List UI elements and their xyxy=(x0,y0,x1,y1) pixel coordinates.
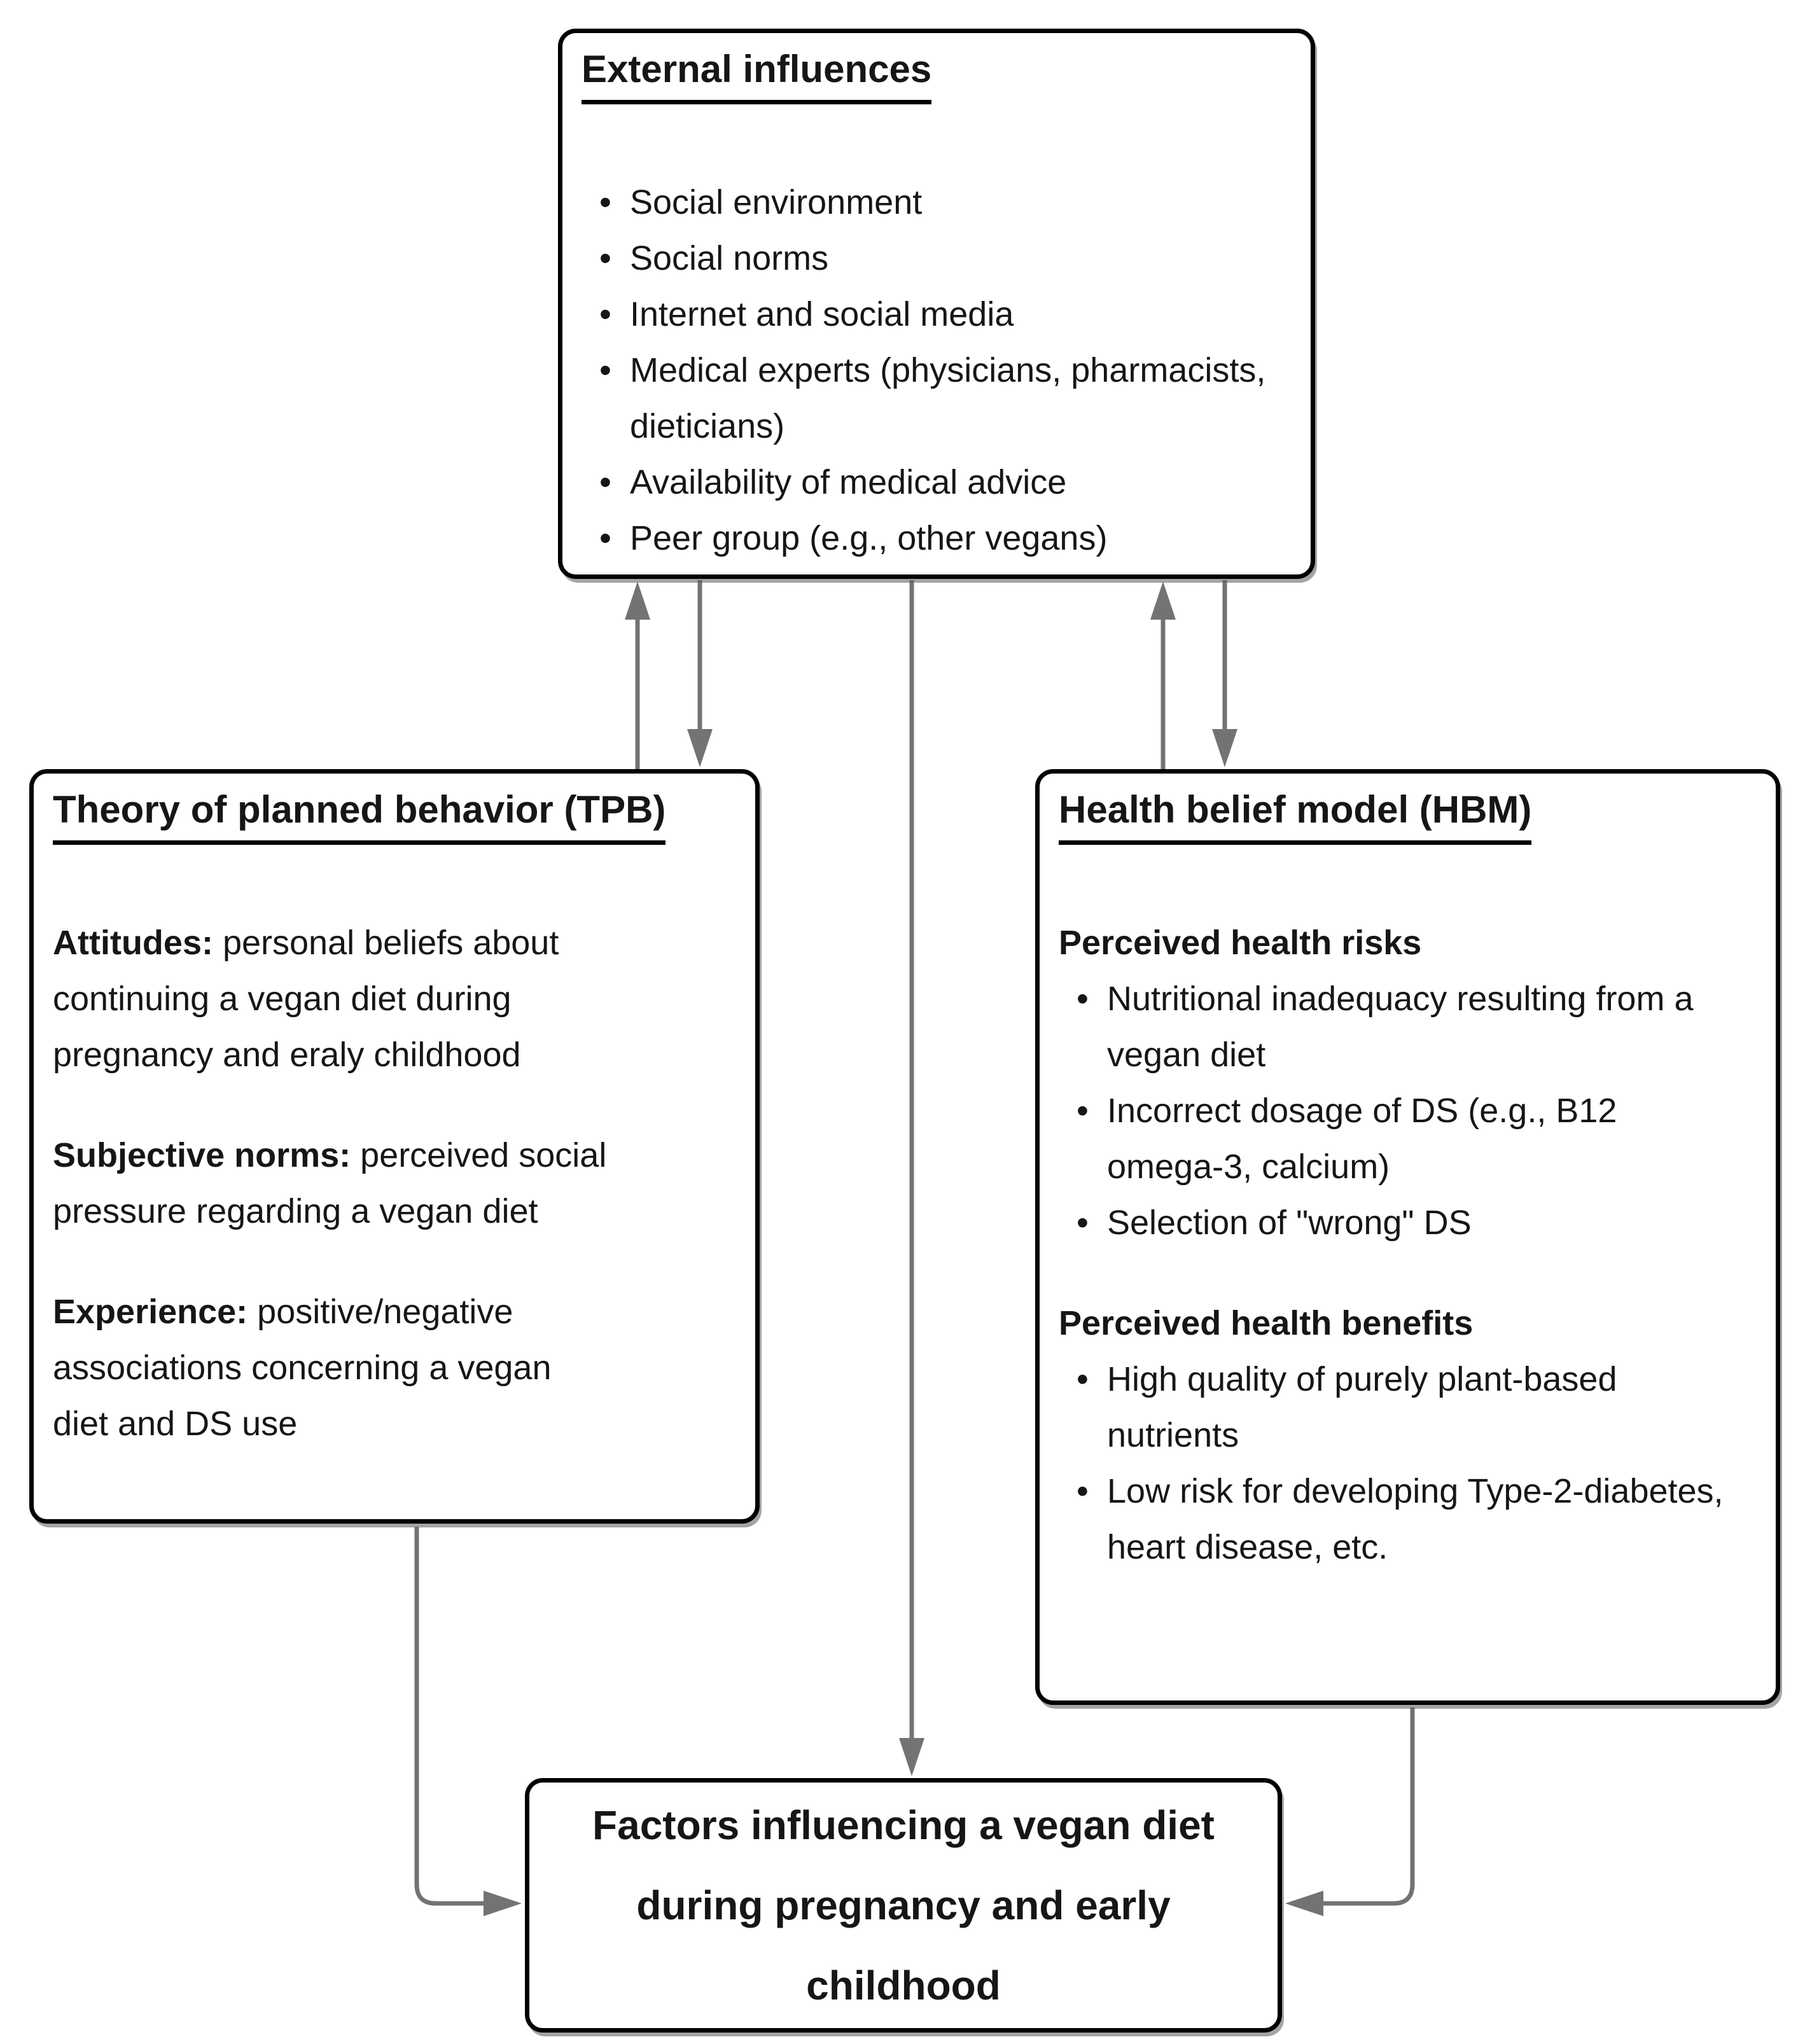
tpb-subjective-norms-paragraph: Subjective norms: perceived social press… xyxy=(53,1136,607,1230)
arrow-hbm-to-external xyxy=(1150,581,1176,769)
list-item: Nutritional inadequacy resulting from a … xyxy=(1059,971,1757,1083)
arrow-external-to-outcome xyxy=(899,580,924,1776)
list-item: Medical experts (physicians, pharmacists… xyxy=(582,342,1292,454)
box-outcome-factors: Factors influencing a vegan diet during … xyxy=(525,1778,1282,2033)
arrow-external-to-tpb xyxy=(687,580,713,767)
hbm-benefits-list: High quality of purely plant-based nutri… xyxy=(1059,1351,1757,1575)
hbm-risks-list: Nutritional inadequacy resulting from a … xyxy=(1059,971,1757,1251)
arrow-tpb-to-external xyxy=(625,581,650,769)
list-item: High quality of purely plant-based nutri… xyxy=(1059,1351,1757,1463)
external-influences-title: External influences xyxy=(582,45,1292,104)
arrow-external-to-hbm xyxy=(1212,580,1237,767)
tpb-title: Theory of planned behavior (TPB) xyxy=(53,785,736,845)
list-item: Low risk for developing Type-2-diabetes,… xyxy=(1059,1463,1757,1575)
external-influences-list: Social environment Social norms Internet… xyxy=(582,174,1292,566)
list-item: Peer group (e.g., other vegans) xyxy=(582,510,1292,566)
outcome-title: Factors influencing a vegan diet during … xyxy=(592,1802,1215,2008)
hbm-title: Health belief model (HBM) xyxy=(1059,785,1757,845)
hbm-benefits-section: Perceived health benefits High quality o… xyxy=(1059,1295,1757,1575)
list-item: Social norms xyxy=(582,230,1292,286)
tpb-attitudes-paragraph: Attitudes: personal beliefs about contin… xyxy=(53,924,559,1074)
hbm-risks-heading: Perceived health risks xyxy=(1059,924,1422,962)
box-theory-of-planned-behavior: Theory of planned behavior (TPB) Attitud… xyxy=(29,769,760,1524)
list-item: Incorrect dosage of DS (e.g., B12 omega-… xyxy=(1059,1083,1757,1195)
tpb-experience-paragraph: Experience: positive/negative associatio… xyxy=(53,1293,552,1443)
box-health-belief-model: Health belief model (HBM) Perceived heal… xyxy=(1035,769,1780,1705)
list-item: Selection of "wrong" DS xyxy=(1059,1195,1757,1251)
arrow-hbm-to-outcome xyxy=(1285,1707,1415,1916)
hbm-benefits-heading: Perceived health benefits xyxy=(1059,1304,1474,1342)
arrow-tpb-to-outcome xyxy=(414,1527,522,1916)
list-item: Internet and social media xyxy=(582,286,1292,342)
box-external-influences: External influences Social environment S… xyxy=(558,29,1315,579)
list-item: Social environment xyxy=(582,174,1292,230)
hbm-risks-section: Perceived health risks Nutritional inade… xyxy=(1059,915,1757,1251)
list-item: Availability of medical advice xyxy=(582,454,1292,510)
